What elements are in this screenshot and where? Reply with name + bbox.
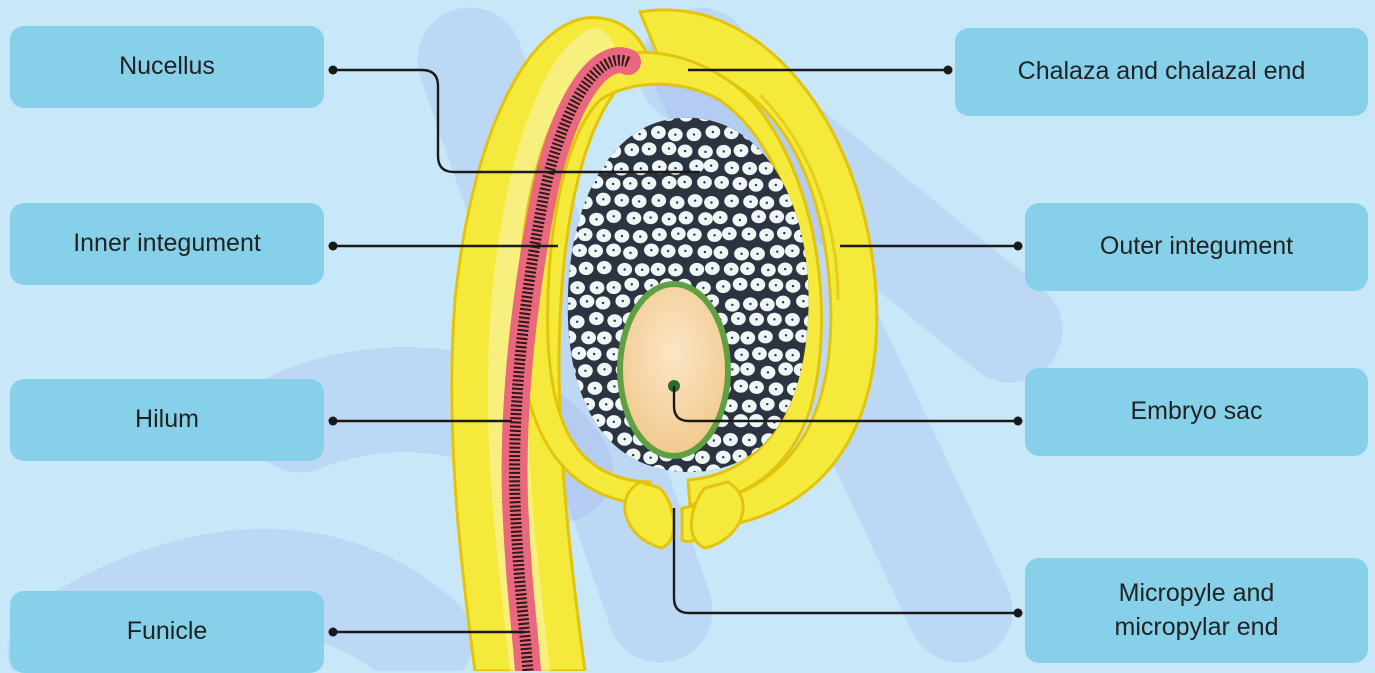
- label-funicle: Funicle: [10, 591, 324, 673]
- label-micropyle: Micropyle and micropylar end: [1025, 558, 1368, 663]
- label-micropyle-text-line1: Micropyle and: [1119, 577, 1275, 611]
- label-hilum-text: Hilum: [135, 403, 199, 437]
- label-inner-integument-text: Inner integument: [73, 227, 261, 261]
- label-inner-integument: Inner integument: [10, 203, 324, 285]
- label-embryo-sac-text: Embryo sac: [1131, 395, 1263, 429]
- label-embryo-sac: Embryo sac: [1025, 368, 1368, 456]
- label-funicle-text: Funicle: [127, 615, 208, 649]
- label-nucellus: Nucellus: [10, 26, 324, 108]
- embryo-sac-shape: [620, 284, 728, 456]
- label-micropyle-text-line2: micropylar end: [1115, 611, 1279, 645]
- label-hilum: Hilum: [10, 379, 324, 461]
- label-outer-integument: Outer integument: [1025, 203, 1368, 291]
- label-chalaza: Chalaza and chalazal end: [955, 28, 1368, 116]
- label-chalaza-text: Chalaza and chalazal end: [1018, 55, 1306, 89]
- label-outer-integument-text: Outer integument: [1100, 230, 1293, 264]
- label-nucellus-text: Nucellus: [119, 50, 215, 84]
